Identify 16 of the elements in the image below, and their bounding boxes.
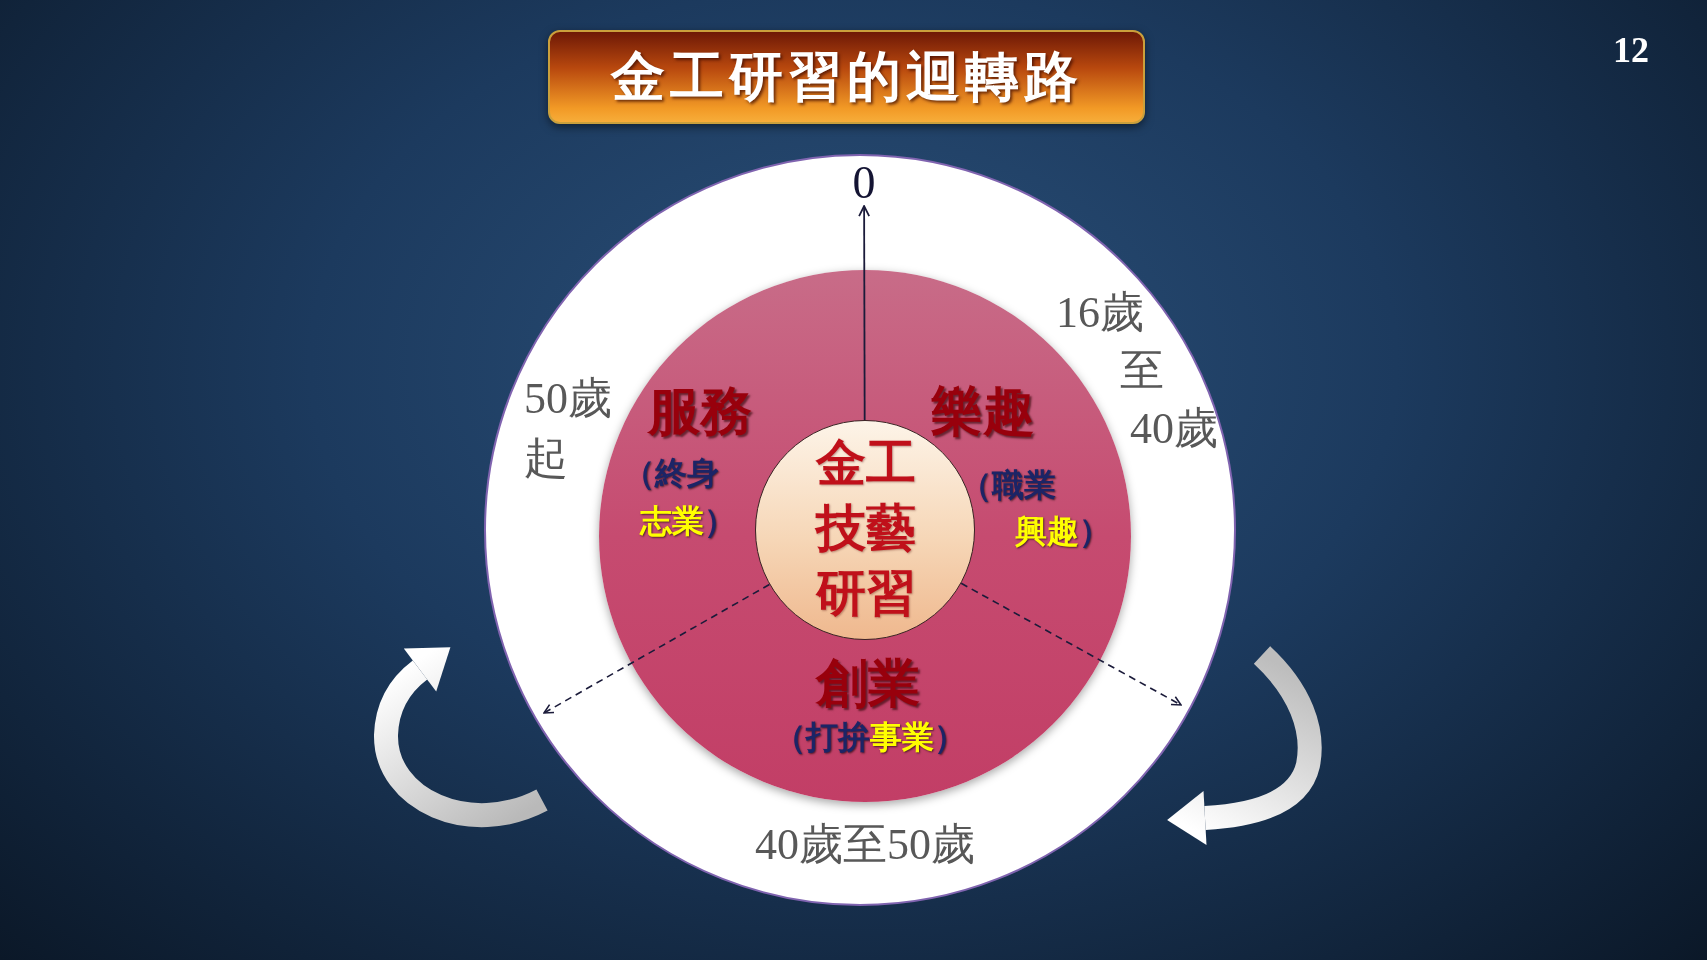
sector-subheading: （終身志業）: [623, 454, 736, 541]
dashed-arrow: [960, 582, 1182, 706]
page-number: 12: [1613, 30, 1649, 72]
sector-heading: 服務: [648, 382, 752, 442]
sector-subheading: （職業興趣）: [960, 466, 1111, 551]
age-label: 40歲至50歲: [755, 820, 975, 871]
title-banner: 金工研習的迴轉路: [548, 30, 1145, 124]
sector-heading: 樂趣: [931, 382, 1035, 442]
age-label: 50歲起: [524, 373, 612, 485]
sector-heading: 創業: [816, 654, 920, 714]
center-label: 金工技藝研習: [816, 434, 916, 623]
arrow: [858, 205, 871, 421]
number-label: 0: [852, 160, 876, 206]
age-label: 16歲至40歲: [1056, 287, 1218, 455]
sector-subheading: （打拚事業）: [774, 718, 966, 757]
dashed-arrow: [543, 583, 771, 714]
